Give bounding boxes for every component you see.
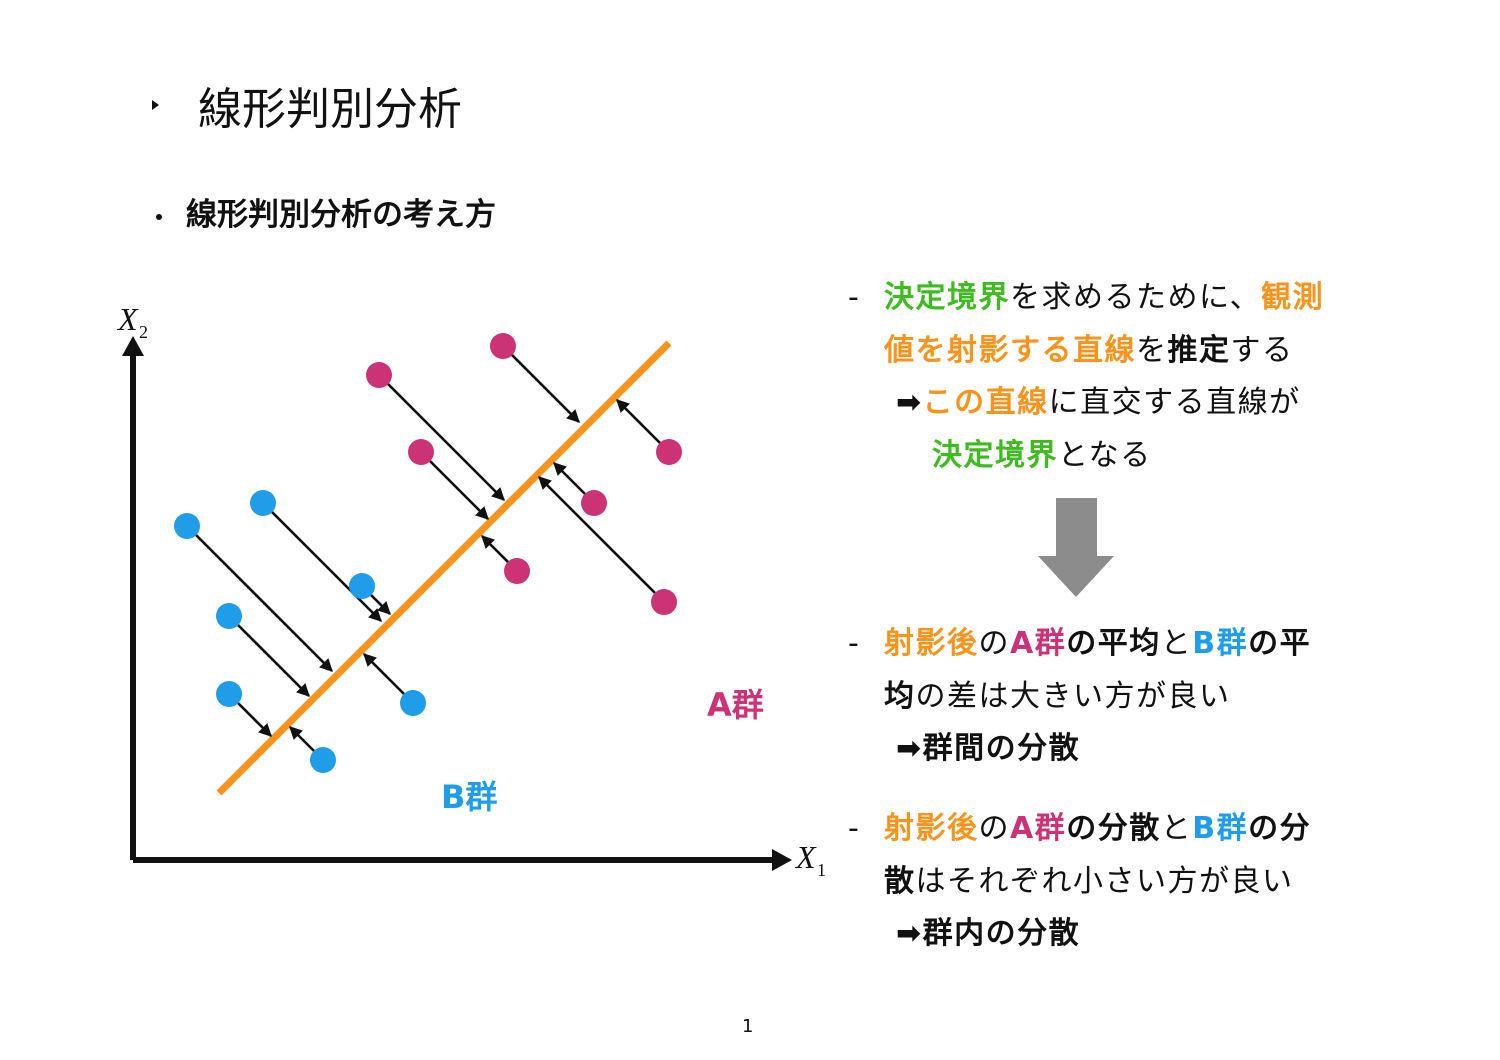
x-axis-label: X (794, 839, 817, 875)
group-b-label: B群 (441, 778, 497, 816)
text-line: ➡群間の分散 (896, 731, 1081, 766)
projection-arrow (502, 345, 580, 423)
projection-arrow (538, 476, 665, 603)
y-axis-arrow-icon (122, 336, 144, 356)
group-a-point (366, 362, 392, 388)
text-line: 射影後のA群の平均とB群の平 (884, 626, 1312, 661)
text-line: ➡この直線に直交する直線が (896, 385, 1301, 420)
x-axis-label-sub: 1 (817, 860, 826, 880)
projection-arrow (228, 615, 310, 697)
group-a-label: A群 (707, 686, 764, 724)
group-b-point (310, 747, 336, 773)
text-line: 均の差は大きい方が良い (884, 678, 1231, 714)
y-axis-label-sub: 2 (139, 322, 148, 342)
group-a-point (656, 439, 682, 465)
title-bullet-icon (152, 100, 159, 110)
x-axis-arrow-icon (772, 849, 792, 871)
group-a-point (504, 558, 530, 584)
projection-arrow (420, 451, 489, 520)
text-line: 決定境界となる (932, 437, 1152, 473)
group-b-point (349, 573, 375, 599)
explanation-within-class: - 射影後のA群の分散とB群の分 散はそれぞれ小さい方が良い ➡群内の分散 (848, 803, 1408, 961)
text-line: 射影後のA群の分散とB群の分 (884, 811, 1312, 846)
slide-subtitle: 線形判別分析の考え方 (186, 197, 496, 233)
group-b-point (216, 603, 242, 629)
y-axis-label: X (116, 301, 139, 337)
text-line: 散はそれぞれ小さい方が良い (884, 863, 1294, 899)
down-arrow-icon (1038, 498, 1114, 597)
page-title: 線形判別分析 (198, 84, 462, 135)
group-b-point (174, 513, 200, 539)
subtitle-bullet-icon (156, 214, 162, 220)
group-a-point (651, 589, 677, 615)
group-b-point (250, 490, 276, 516)
projection-line (216, 340, 672, 796)
explanation-between-class: - 射影後のA群の平均とB群の平 均の差は大きい方が良い ➡群間の分散 (848, 618, 1408, 776)
group-a-point (581, 490, 607, 516)
group-b-point (400, 690, 426, 716)
group-a-point (490, 333, 516, 359)
page-number: 1 (742, 1016, 754, 1037)
explanation-decision-boundary: - 決定境界を求めるために、観測 値を射影する直線を推定する ➡この直線に直交す… (848, 272, 1408, 482)
projection-arrow (378, 374, 505, 501)
projection-arrow (262, 502, 382, 622)
text-line: 値を射影する直線を推定する (884, 332, 1294, 368)
text-line: ➡群内の分散 (896, 916, 1081, 951)
group-b-point (216, 681, 242, 707)
projection-arrow (186, 525, 333, 672)
group-a-point (408, 439, 434, 465)
text-line: 決定境界を求めるために、観測 (884, 280, 1325, 315)
